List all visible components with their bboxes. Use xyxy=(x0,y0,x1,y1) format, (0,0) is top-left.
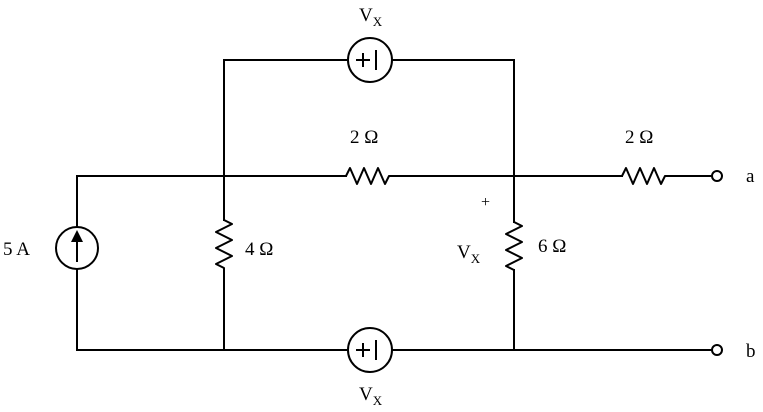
label-current-source: 5 A xyxy=(3,239,30,260)
label-vx-mid-main: V xyxy=(457,242,471,263)
resistor-2ohm-right xyxy=(621,167,670,185)
voltage-source-bottom xyxy=(347,327,393,373)
label-vx-mid-sub: X xyxy=(471,251,481,266)
label-terminal-a: a xyxy=(746,166,755,187)
label-terminal-b: b xyxy=(746,341,756,362)
terminal-b-node xyxy=(711,344,723,356)
label-vx-bottom-sub: X xyxy=(373,393,383,408)
wire-top-left xyxy=(223,59,347,177)
label-2ohm-top: 2 Ω xyxy=(350,127,378,148)
label-plus-sign: + xyxy=(481,194,490,211)
wires xyxy=(76,59,713,351)
label-6ohm: 6 Ω xyxy=(538,236,566,257)
label-vx-top-sub: X xyxy=(373,14,383,29)
label-vx-top-main: V xyxy=(359,5,373,26)
label-2ohm-right: 2 Ω xyxy=(625,127,653,148)
label-4ohm: 4 Ω xyxy=(245,239,273,260)
label-vx-top: VX xyxy=(359,5,383,29)
label-vx-bottom: VX xyxy=(359,384,383,408)
label-vx-bottom-main: V xyxy=(359,384,373,405)
resistor-6ohm xyxy=(505,221,523,271)
resistor-4ohm xyxy=(215,219,233,274)
terminal-a-node xyxy=(711,170,723,182)
current-source xyxy=(55,226,99,270)
label-vx-mid: VX xyxy=(457,242,481,266)
resistor-2ohm-top xyxy=(345,167,393,185)
wire-top-right xyxy=(392,59,515,177)
voltage-source-top xyxy=(347,37,393,83)
